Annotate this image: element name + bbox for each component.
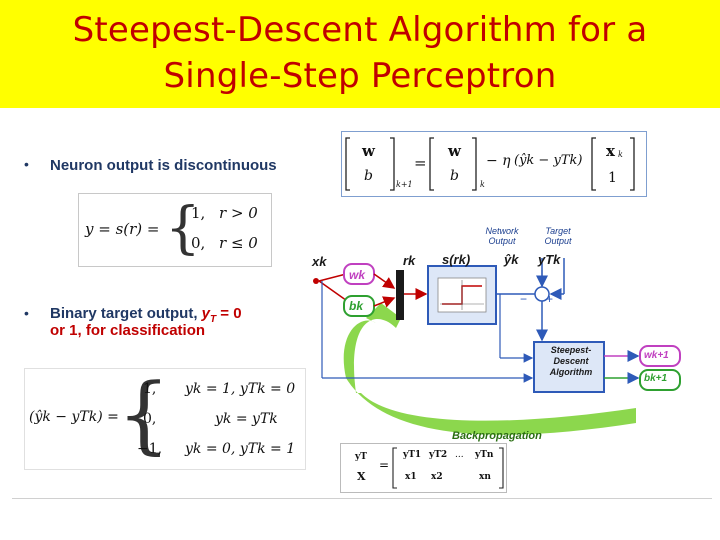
update-b-next: b (364, 168, 373, 184)
update-minus-eta: − η (486, 153, 511, 169)
bias-next-box (639, 369, 681, 391)
backpropagation-arrow (343, 303, 636, 435)
error-row2-cond: yk = yTk (215, 411, 278, 427)
bullet-dot-2: • (24, 305, 29, 321)
activation-lhs: y = s(r) = (85, 220, 160, 238)
update-equals: = (414, 154, 427, 172)
training-set-box: yT X = yT1 yT2 ... yTn x1 x2 xn (340, 443, 507, 493)
steepest-descent-block (533, 341, 605, 393)
label-bk1: bk+1 (644, 373, 668, 384)
summing-bar (396, 270, 404, 320)
error-row2-value: 0, (143, 411, 157, 427)
update-equation-box: w b k+1 = w b k − η (ŷk − yTk) x k 1 (341, 131, 647, 197)
set-r2-c1: x1 (405, 472, 417, 482)
bullet-2-part2: = 0 (216, 305, 242, 322)
activation-row2-cond: r ≤ 0 (219, 234, 258, 252)
activation-equation-box: y = s(r) = { 1, r > 0 0, r ≤ 0 (78, 193, 272, 267)
title-banner: Steepest-Descent Algorithm for a Single-… (0, 0, 720, 108)
label-network-output: Network Output (485, 226, 519, 246)
update-x: x (606, 142, 615, 160)
update-x-sub: k (618, 150, 623, 159)
label-bk: bk (349, 299, 364, 313)
update-sub-next: k+1 (396, 180, 413, 189)
label-plus: + (546, 292, 554, 306)
set-r2-c4: xn (479, 472, 491, 482)
bottom-divider (12, 498, 712, 499)
label-minus: − (520, 292, 528, 306)
error-row1-cond: yk = 1, yTk = 0 (185, 381, 296, 397)
update-error-term: (ŷk − yTk) (514, 153, 583, 168)
update-w: w (448, 142, 461, 160)
set-r1-c3: ... (455, 450, 464, 460)
perceptron-block-diagram (313, 258, 681, 435)
set-X-label: X (357, 470, 366, 483)
update-brackets (345, 137, 635, 191)
activation-brace: { (165, 196, 201, 261)
update-one: 1 (608, 170, 617, 186)
error-row3-value: −1, (137, 441, 163, 457)
error-row3-cond: yk = 0, yTk = 1 (185, 441, 296, 457)
w-to-sum-line (373, 273, 396, 289)
label-target-output: Target Output (544, 226, 572, 246)
set-yT-label: yT (355, 452, 367, 462)
bullet-text-1: Neuron output is discontinuous (50, 157, 277, 174)
bullet-text-2: Binary target output, yT = 0 (50, 305, 242, 325)
activation-row1-value: 1, (191, 204, 206, 222)
activation-row1-cond: r > 0 (219, 204, 258, 222)
error-lhs: (ŷk − yTk) = (29, 409, 119, 425)
label-wk: wk (349, 268, 366, 282)
label-s-rk: s(rk) (442, 252, 471, 267)
label-backpropagation: Backpropagation (452, 430, 542, 442)
label-xk: xk (312, 254, 327, 269)
title-line-2: Single-Step Perceptron (163, 56, 557, 96)
bullet-2-sub: T (210, 314, 217, 325)
activation-row2-value: 0, (191, 234, 206, 252)
label-sd-algorithm: Steepest- Descent Algorithm (549, 345, 593, 377)
bullet-text-2b: or 1, for classification (50, 322, 205, 339)
bullet-2-part3: or 1, for classification (50, 322, 206, 339)
bullet-2-part1: Binary target output, (50, 305, 202, 322)
bullet-dot-1: • (24, 156, 29, 172)
set-equals: = (379, 458, 390, 472)
weight-next-box (639, 345, 681, 367)
error-row1-value: 1, (143, 381, 157, 397)
label-wk1: wk+1 (644, 350, 669, 361)
set-r1-c4: yTn (475, 450, 494, 460)
update-b: b (450, 168, 459, 184)
update-sub-k: k (480, 180, 485, 189)
error-equation-box: (ŷk − yTk) = { 1, yk = 1, yTk = 0 0, yk … (24, 368, 306, 470)
input-node (313, 278, 319, 284)
set-r1-c2: yT2 (429, 450, 448, 460)
title-line-1: Steepest-Descent Algorithm for a (72, 10, 648, 50)
label-rk: rk (403, 253, 416, 268)
set-r2-c2: x2 (431, 472, 443, 482)
label-yT: yTk (538, 252, 561, 267)
error-brace: { (117, 365, 171, 463)
bullet-2-var: y (201, 305, 211, 322)
b-to-sum-line (373, 296, 396, 308)
label-yhat: ŷk (504, 252, 519, 267)
update-w-next: w (362, 142, 375, 160)
set-r1-c1: yT1 (403, 450, 422, 460)
